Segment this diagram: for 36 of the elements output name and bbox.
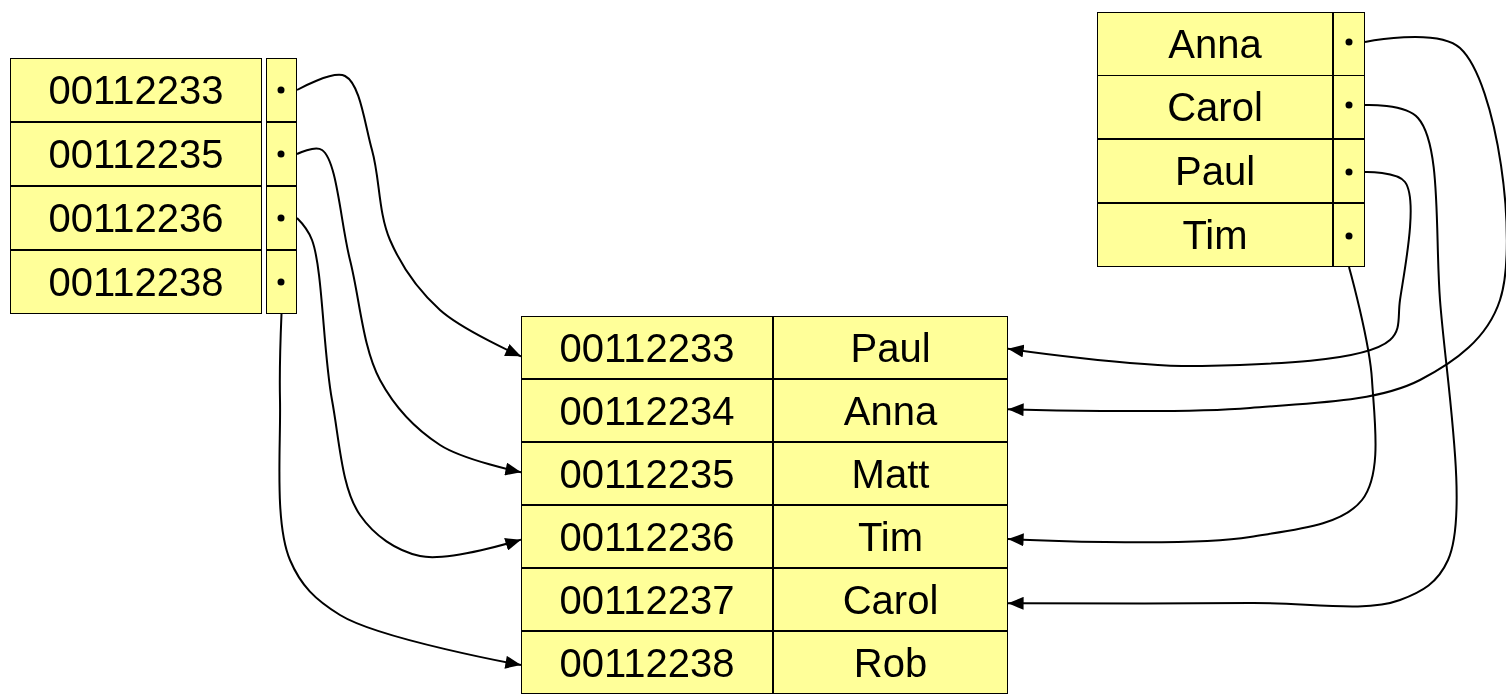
arrow: [296, 147, 522, 476]
id-cell: 00112238: [521, 631, 773, 694]
name-cell: Paul: [773, 316, 1008, 379]
pointer-cell: [1333, 139, 1365, 203]
pointer-cell: [266, 186, 297, 250]
pointer-cell: [266, 58, 297, 122]
key-cell: Carol: [1097, 75, 1333, 139]
name-cell: Tim: [773, 505, 1008, 568]
key-cell: Anna: [1097, 12, 1333, 76]
key-cell: 00112233: [10, 58, 262, 122]
key-cell: Tim: [1097, 203, 1333, 267]
pointer-cell: [1333, 75, 1365, 139]
id-cell: 00112236: [521, 505, 773, 568]
name-cell: Rob: [773, 631, 1008, 694]
arrow: [278, 313, 522, 669]
id-cell: 00112235: [521, 442, 773, 505]
arrow: [296, 217, 522, 558]
id-cell: 00112237: [521, 568, 773, 631]
pointer-cell: [266, 250, 297, 314]
pointer-cell: [1333, 203, 1365, 267]
id-cell: 00112233: [521, 316, 773, 379]
key-cell: 00112235: [10, 122, 262, 186]
key-cell: 00112238: [10, 250, 262, 314]
name-cell: Anna: [773, 379, 1008, 442]
name-cell: Matt: [773, 442, 1008, 505]
arrow: [1007, 171, 1412, 367]
id-cell: 00112234: [521, 379, 773, 442]
arrow: [1007, 266, 1377, 547]
arrow: [1007, 103, 1458, 610]
pointer-cell: [1333, 12, 1365, 76]
key-cell: Paul: [1097, 139, 1333, 203]
name-cell: Carol: [773, 568, 1008, 631]
pointer-cell: [266, 122, 297, 186]
arrow: [1007, 35, 1506, 417]
arrow: [296, 73, 522, 358]
key-cell: 00112236: [10, 186, 262, 250]
